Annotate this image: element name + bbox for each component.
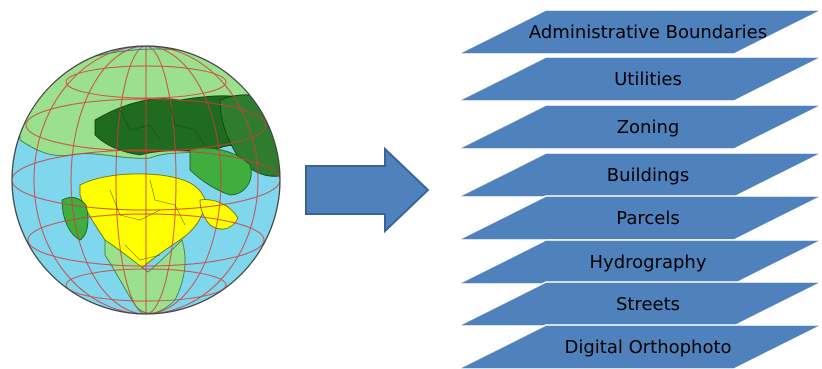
layer-buildings: Buildings [457,152,822,198]
layer-plane [457,104,822,150]
layer-digital-orthophoto: Digital Orthophoto [457,324,822,369]
layer-label: Parcels [616,208,679,229]
layer-label: Buildings [607,165,689,186]
layer-streets: Streets [457,281,822,327]
layer-hydrography: Hydrography [457,239,822,285]
right-arrow-icon [305,146,430,234]
layer-plane [457,324,822,369]
layer-plane [457,56,822,102]
layer-stack: Administrative BoundariesUtilitiesZoning… [457,9,822,369]
layer-zoning: Zoning [457,104,822,150]
layer-label: Digital Orthophoto [564,337,731,358]
layer-label: Hydrography [590,252,707,273]
layer-label: Streets [616,294,680,315]
layer-plane [457,9,822,55]
layer-administrative-boundaries: Administrative Boundaries [457,9,822,55]
globe-icon [11,45,281,315]
layer-parcels: Parcels [457,195,822,241]
layer-label: Zoning [617,117,680,138]
layer-label: Administrative Boundaries [529,22,767,43]
layer-label: Utilities [614,69,682,90]
layer-utilities: Utilities [457,56,822,102]
